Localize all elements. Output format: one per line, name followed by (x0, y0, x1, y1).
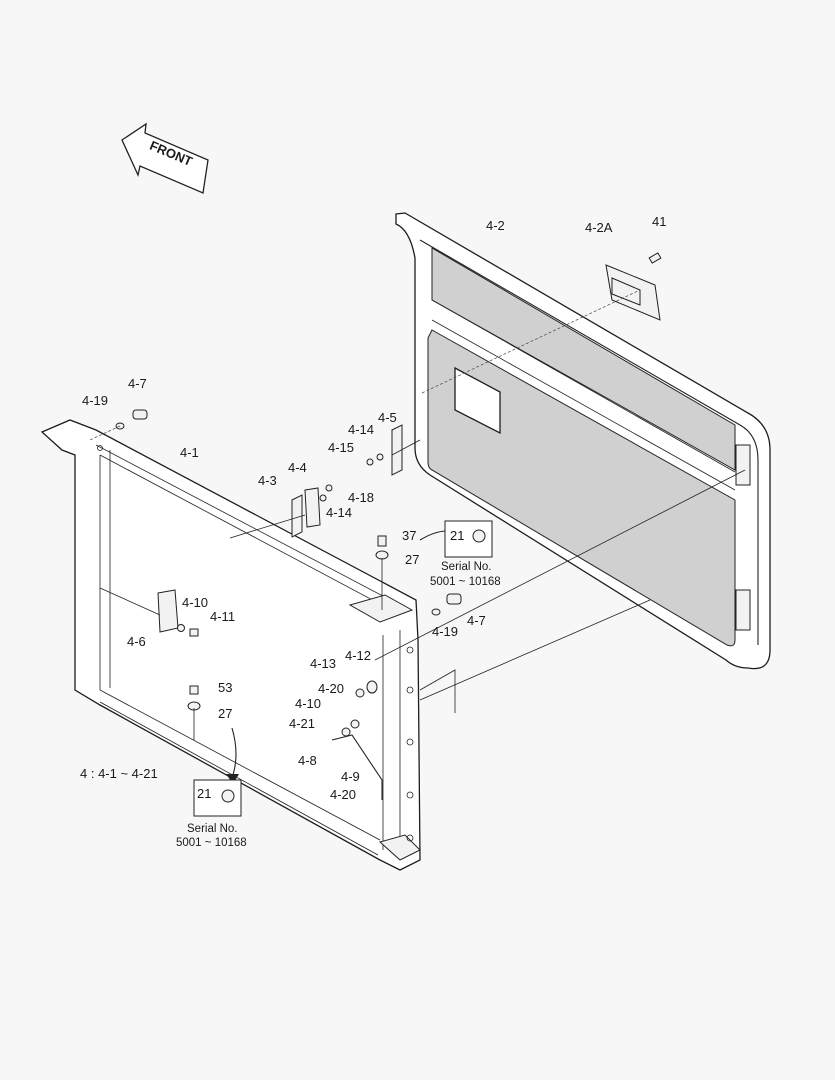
inset-bottom-part-label: 21 (197, 786, 211, 801)
callout-4-20-top: 4-20 (318, 681, 344, 696)
callout-41: 41 (652, 214, 666, 229)
callout-4-6: 4-6 (127, 634, 146, 649)
callout-4-18: 4-18 (348, 490, 374, 505)
callout-4-2A: 4-2A (585, 220, 613, 235)
callout-4-8: 4-8 (298, 753, 317, 768)
inset-top-serial-label: Serial No. (441, 561, 492, 573)
inset-box-bottom: 21 Serial No. 5001 ~ 10168 (176, 779, 247, 849)
callout-53: 53 (218, 680, 232, 695)
callout-37: 37 (402, 528, 416, 543)
callout-4-1: 4-1 (180, 445, 199, 460)
latch-4-2A (605, 252, 662, 321)
inset-box-top: 21 Serial No. 5001 ~ 10168 (430, 520, 501, 588)
callout-4-7-top: 4-7 (128, 376, 147, 391)
callout-4-3: 4-3 (258, 473, 277, 488)
callout-27-top: 27 (405, 552, 419, 567)
inset-top-serial-range: 5001 ~ 10168 (430, 576, 501, 588)
callout-4-20-bottom: 4-20 (330, 787, 356, 802)
callout-4-2: 4-2 (486, 218, 505, 233)
front-arrow: FRONT (121, 122, 209, 194)
callout-4-11: 4-11 (210, 609, 235, 624)
assembly-summary: 4 : 4-1 ~ 4-21 (80, 766, 158, 781)
callout-labels: 4-2 4-2A 41 4-7 4-19 4-1 4-14 4-5 4-15 4… (80, 214, 666, 802)
callout-4-7-right: 4-7 (467, 613, 486, 628)
callout-4-19-right: 4-19 (432, 624, 458, 639)
callout-4-15: 4-15 (328, 440, 354, 455)
callout-4-21: 4-21 (289, 716, 315, 731)
callout-4-9: 4-9 (341, 769, 360, 784)
callout-4-13: 4-13 (310, 656, 336, 671)
frame-4-1 (40, 419, 421, 871)
leader-lines (89, 289, 746, 740)
inset-bottom-serial-label: Serial No. (187, 823, 238, 835)
callout-4-10-mid: 4-10 (295, 696, 321, 711)
callout-4-4: 4-4 (288, 460, 307, 475)
callout-4-14-a: 4-14 (348, 422, 374, 437)
inset-top-part-label: 21 (450, 528, 464, 543)
callout-4-19-top: 4-19 (82, 393, 108, 408)
callout-4-12: 4-12 (345, 648, 371, 663)
inset-bottom-serial-range: 5001 ~ 10168 (176, 837, 247, 849)
callout-4-5: 4-5 (378, 410, 397, 425)
callout-4-14-b: 4-14 (326, 505, 352, 520)
door-panel-4-2 (395, 212, 771, 670)
callout-4-10-top: 4-10 (182, 595, 208, 610)
callout-27-bottom: 27 (218, 706, 232, 721)
